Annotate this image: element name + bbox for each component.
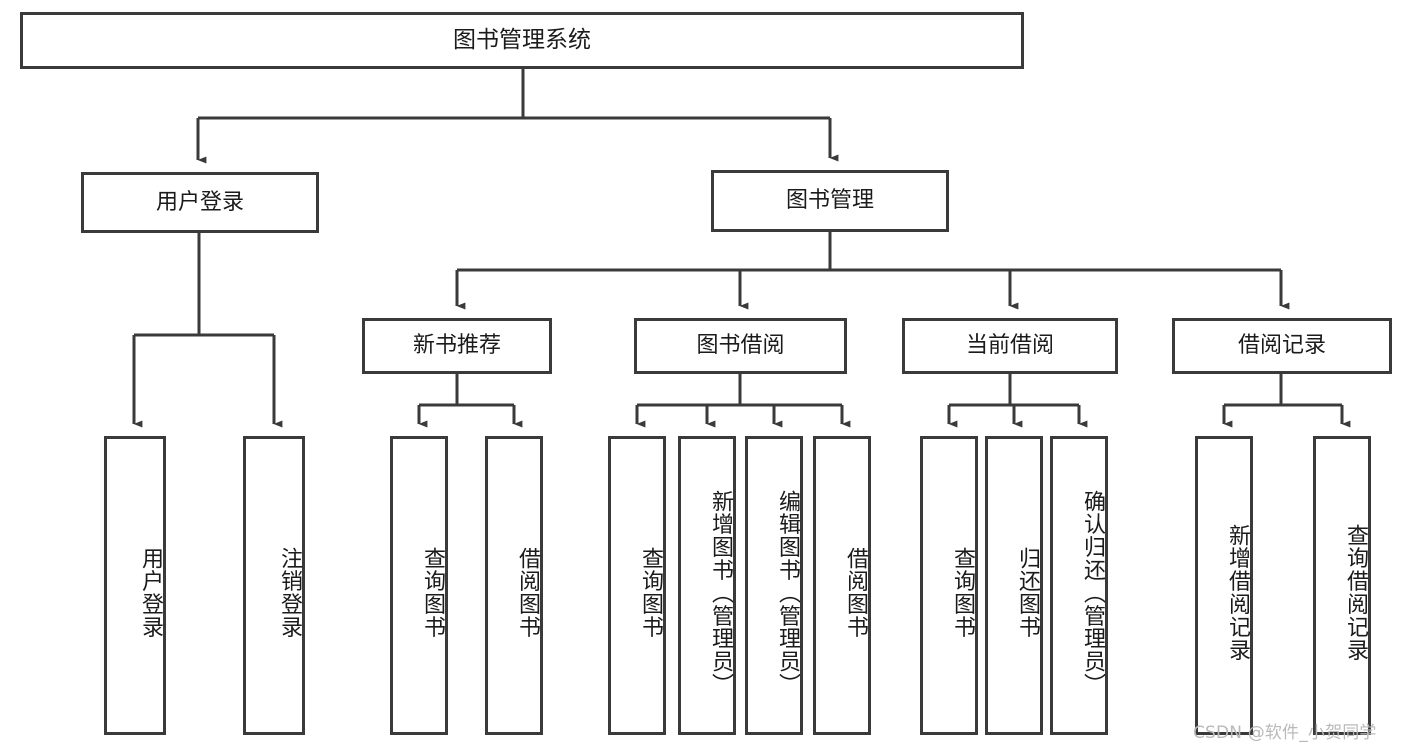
leaf-current-confirm-return-admin-label: 确认归还（管理员）: [1080, 489, 1105, 696]
leaf-current-query-book-label: 查询图书: [950, 546, 975, 639]
leaf-record-add-record-label: 新增借阅记录: [1225, 523, 1250, 662]
leaf-current-query-book[interactable]: 查询图书: [920, 436, 978, 735]
leaf-record-add-record[interactable]: 新增借阅记录: [1195, 436, 1253, 735]
leaf-user-login[interactable]: 用户登录: [104, 436, 166, 735]
node-book-borrow[interactable]: 图书借阅: [634, 318, 847, 374]
leaf-borrow-add-book-admin-label: 新增图书（管理员）: [708, 489, 733, 696]
node-new-book-recommend-label: 新书推荐: [412, 333, 501, 359]
node-current-borrow-label: 当前借阅: [965, 333, 1054, 359]
node-new-book-recommend[interactable]: 新书推荐: [362, 318, 552, 374]
leaf-borrow-query-book-label: 查询图书: [638, 546, 663, 639]
leaf-current-confirm-return-admin[interactable]: 确认归还（管理员）: [1050, 436, 1108, 735]
node-book-management-label: 图书管理: [785, 188, 874, 214]
leaf-newbook-query-book-label: 查询图书: [420, 546, 445, 639]
leaf-logout-label: 注销登录: [277, 546, 302, 639]
leaf-borrow-edit-book-admin-label: 编辑图书（管理员）: [775, 489, 800, 696]
node-user-login[interactable]: 用户登录: [81, 172, 319, 233]
leaf-newbook-query-book[interactable]: 查询图书: [390, 436, 448, 735]
leaf-current-return-book[interactable]: 归还图书: [985, 436, 1043, 735]
leaf-newbook-borrow-book-label: 借阅图书: [515, 546, 540, 639]
leaf-current-return-book-label: 归还图书: [1015, 546, 1040, 639]
node-root[interactable]: 图书管理系统: [20, 12, 1024, 69]
leaf-record-query-record-label: 查询借阅记录: [1343, 523, 1368, 662]
node-book-management[interactable]: 图书管理: [711, 170, 949, 232]
leaf-newbook-borrow-book[interactable]: 借阅图书: [485, 436, 543, 735]
leaf-borrow-add-book-admin[interactable]: 新增图书（管理员）: [678, 436, 736, 735]
leaf-user-login-label: 用户登录: [138, 546, 163, 639]
node-current-borrow[interactable]: 当前借阅: [902, 318, 1118, 374]
leaf-borrow-borrow-book[interactable]: 借阅图书: [813, 436, 871, 735]
node-user-login-label: 用户登录: [155, 189, 244, 215]
csdn-watermark: CSDN @软件_小贺同学: [1193, 723, 1377, 743]
leaf-borrow-edit-book-admin[interactable]: 编辑图书（管理员）: [745, 436, 803, 735]
node-root-label: 图书管理系统: [453, 26, 591, 53]
leaf-borrow-query-book[interactable]: 查询图书: [608, 436, 666, 735]
node-book-borrow-label: 图书借阅: [696, 333, 785, 359]
node-borrow-record-label: 借阅记录: [1237, 333, 1326, 359]
leaf-record-query-record[interactable]: 查询借阅记录: [1313, 436, 1371, 735]
leaf-borrow-borrow-book-label: 借阅图书: [843, 546, 868, 639]
leaf-logout[interactable]: 注销登录: [243, 436, 305, 735]
node-borrow-record[interactable]: 借阅记录: [1172, 318, 1392, 374]
